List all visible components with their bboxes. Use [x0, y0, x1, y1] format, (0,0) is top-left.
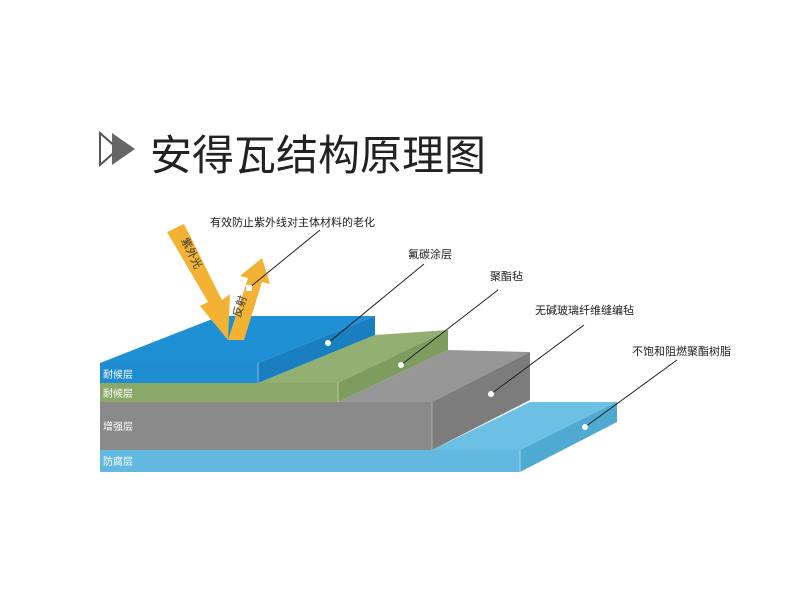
- uv-incoming-arrow: 紫外光: [167, 224, 230, 340]
- callout-lines: [248, 229, 678, 428]
- callout-fluorocarbon: 氟碳涂层: [408, 247, 452, 261]
- callout-glass-fiber: 无碱玻璃纤维缝编毡: [535, 303, 634, 317]
- layer-weather-2: [100, 330, 448, 402]
- callout-resin: 不饱和阻燃聚酯树脂: [632, 344, 731, 358]
- reflected-arrow: 反射: [228, 258, 270, 340]
- title-play-icon: [99, 130, 135, 168]
- callout-uv: 有效防止紫外线对主体材料的老化: [210, 215, 375, 229]
- layer-label-4: 防腐层: [103, 455, 133, 468]
- layer-anticorrosion: [100, 402, 617, 472]
- layer-label-1: 耐候层: [103, 368, 133, 381]
- layer-label-3: 增强层: [103, 420, 133, 433]
- layer-reinforcement: [100, 350, 530, 450]
- page-title: 安得瓦结构原理图: [150, 131, 486, 180]
- layer-label-2: 耐候层: [103, 387, 133, 400]
- callout-polyester-felt: 聚酯毡: [490, 270, 523, 283]
- svg-text:反射: 反射: [230, 294, 250, 319]
- callout-dots: [246, 285, 588, 430]
